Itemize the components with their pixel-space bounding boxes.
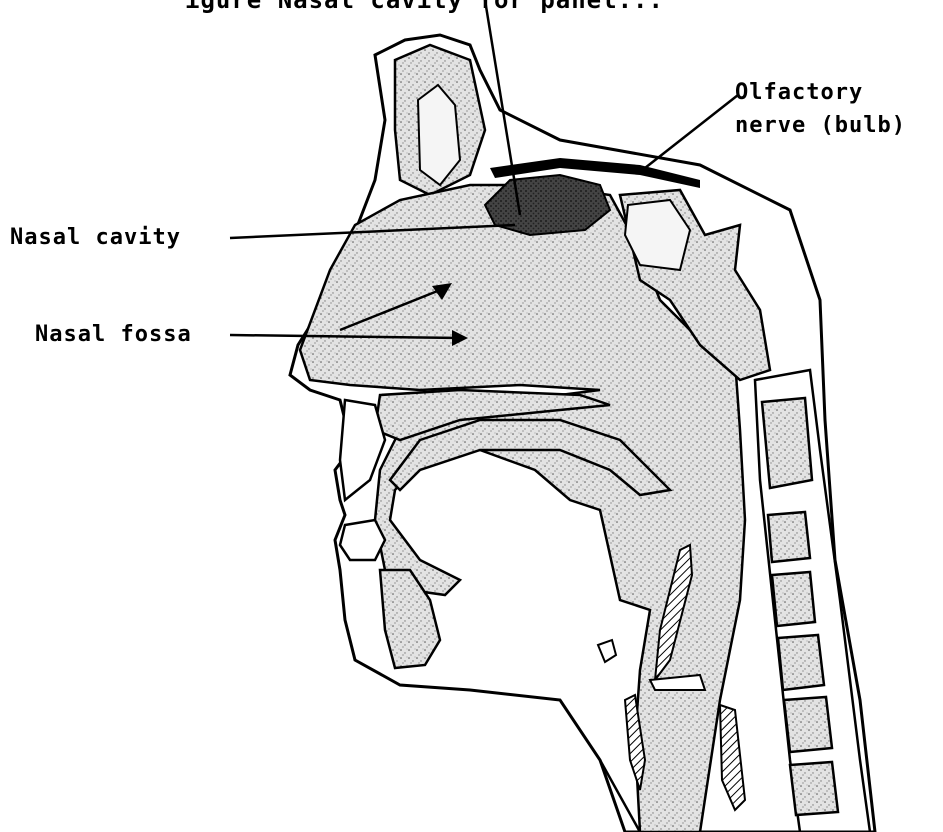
vertebra-c6 <box>790 762 838 815</box>
vertebra-c1 <box>762 398 812 488</box>
label-nasal-fossa: Nasal fossa <box>35 322 192 347</box>
label-olfactory-nerve-bulb: nerve (bulb) <box>735 113 906 138</box>
title-pointer-line <box>485 0 520 215</box>
olfactory-leader-line <box>645 95 738 168</box>
label-nasal-cavity: Nasal cavity <box>10 225 181 250</box>
hyoid-bone <box>598 640 616 662</box>
label-olfactory: Olfactory <box>735 80 863 105</box>
vertebra-c2 <box>768 512 810 562</box>
cricoid <box>720 705 745 810</box>
vertebra-c4 <box>778 635 824 690</box>
vertebra-c5 <box>784 697 832 752</box>
vertebra-c3 <box>772 572 815 626</box>
lower-lip <box>340 520 385 560</box>
